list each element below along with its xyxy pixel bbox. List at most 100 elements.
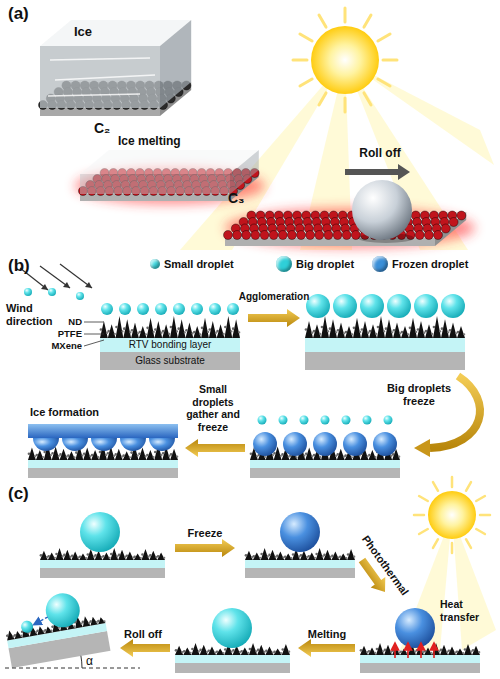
nanoparticle [306,231,315,240]
wind-arrowhead [85,282,92,288]
nanodiamond-dot [20,634,23,637]
nanodiamond-dot [87,553,90,556]
nanodiamond-dot [170,453,173,456]
sun-ray [344,8,347,22]
nanodiamond-dot [281,453,284,456]
ice-streak [50,58,150,60]
sun-ray [419,496,428,501]
nanodiamond-dot [59,453,62,456]
nanodiamond-dot [154,451,157,454]
nanodiamond-dot [415,331,417,333]
nanodiamond-dot [319,333,321,335]
nanoparticle [441,224,450,233]
frozen-droplet [91,438,117,451]
nanodiamond-dot [105,454,107,456]
nanodiamond-dot [232,327,235,330]
frozen-droplet [280,512,320,552]
nanodiamond-dot [398,456,400,458]
nanodiamond-dot [108,557,110,559]
nanodiamond-dot [81,454,83,456]
nanodiamond-dot [224,326,227,329]
nanodiamond-dot [448,650,451,653]
nanodiamond-dot [247,652,249,654]
small-droplet [342,416,351,425]
nanodiamond-dot [154,328,157,331]
nanodiamond-dot [339,555,342,558]
big-droplet [441,294,465,318]
nanoparticle [278,231,287,240]
frozen-droplet [149,438,175,451]
nanodiamond-dot [292,553,295,556]
nanodiamond-dot [464,648,467,651]
small-droplet [300,416,309,425]
nanodiamond-dot [193,331,196,334]
legend-swatch [276,256,292,272]
nanodiamond-dot [73,625,76,628]
nanodiamond-dot [97,456,99,458]
nanodiamond-dot [118,554,121,557]
nanodiamond-dot [138,453,141,456]
nanoparticle [269,231,278,240]
nanodiamond-dot [393,329,396,332]
rtv-layer [250,460,400,468]
nanodiamond-dot [207,331,209,333]
nanodiamond-dot [103,620,106,623]
nanoparticle [287,231,296,240]
glass-substrate [40,568,165,578]
ice-block [40,20,191,108]
nanodiamond-dot [145,333,147,335]
process-label: Small droplets gather and freeze [180,383,246,433]
nanodiamond-dot [175,649,178,652]
small-droplet [191,303,203,315]
nanodiamond-dot [276,555,279,558]
nanodiamond-dot [54,557,56,559]
nanodiamond-dot [439,330,441,332]
nanodiamond-dot [50,454,52,456]
nanodiamond-dot [353,327,356,330]
nanodiamond-dot [329,327,332,330]
small-droplet [258,416,267,425]
nanodiamond-dot [190,652,192,654]
nanodiamond-dot [216,650,219,653]
nanodiamond-dot [416,649,419,652]
nanodiamond-dot [170,326,173,329]
nanodiamond-dot [13,634,16,637]
heat-glow [225,208,475,248]
glass-substrate [305,352,465,370]
nanoparticle [333,231,342,240]
nanodiamond-dot [361,328,364,331]
nanodiamond-dot [423,332,425,334]
process-label: Freeze [172,527,238,540]
material-label: Ice [74,24,114,40]
nanodiamond-dot [313,454,316,457]
nanodiamond-dot [290,557,292,559]
rtv-layer [305,338,465,352]
nanodiamond-dot [392,650,395,653]
nanodiamond-dot [224,648,227,651]
nanodiamond-dot [250,453,253,456]
melting-ice [80,150,259,194]
nanodiamond-dot [369,330,372,333]
nanoparticle [251,231,260,240]
nanodiamond-dot [295,456,297,458]
nanodiamond-dot [153,331,155,333]
material-label: ND [34,316,82,327]
nanodiamond-dot [264,456,266,458]
sun-ray [451,477,454,487]
glass-substrate [250,468,400,478]
rtv-layer [175,655,290,663]
nanodiamond-dot [319,456,321,458]
nanostructure [305,316,465,338]
small-droplet [24,288,32,296]
small-droplet [209,303,221,315]
angle-symbol: α [86,654,100,668]
water-droplet [212,608,252,648]
water-droplet [80,512,120,552]
sun-ray [300,79,312,86]
nanodiamond-dot [232,649,235,652]
nanodiamond-dot [176,330,178,332]
glass-substrate [360,663,480,673]
roll-direction [36,617,49,623]
frozen-droplet [283,432,307,456]
sun-ray [378,79,390,86]
